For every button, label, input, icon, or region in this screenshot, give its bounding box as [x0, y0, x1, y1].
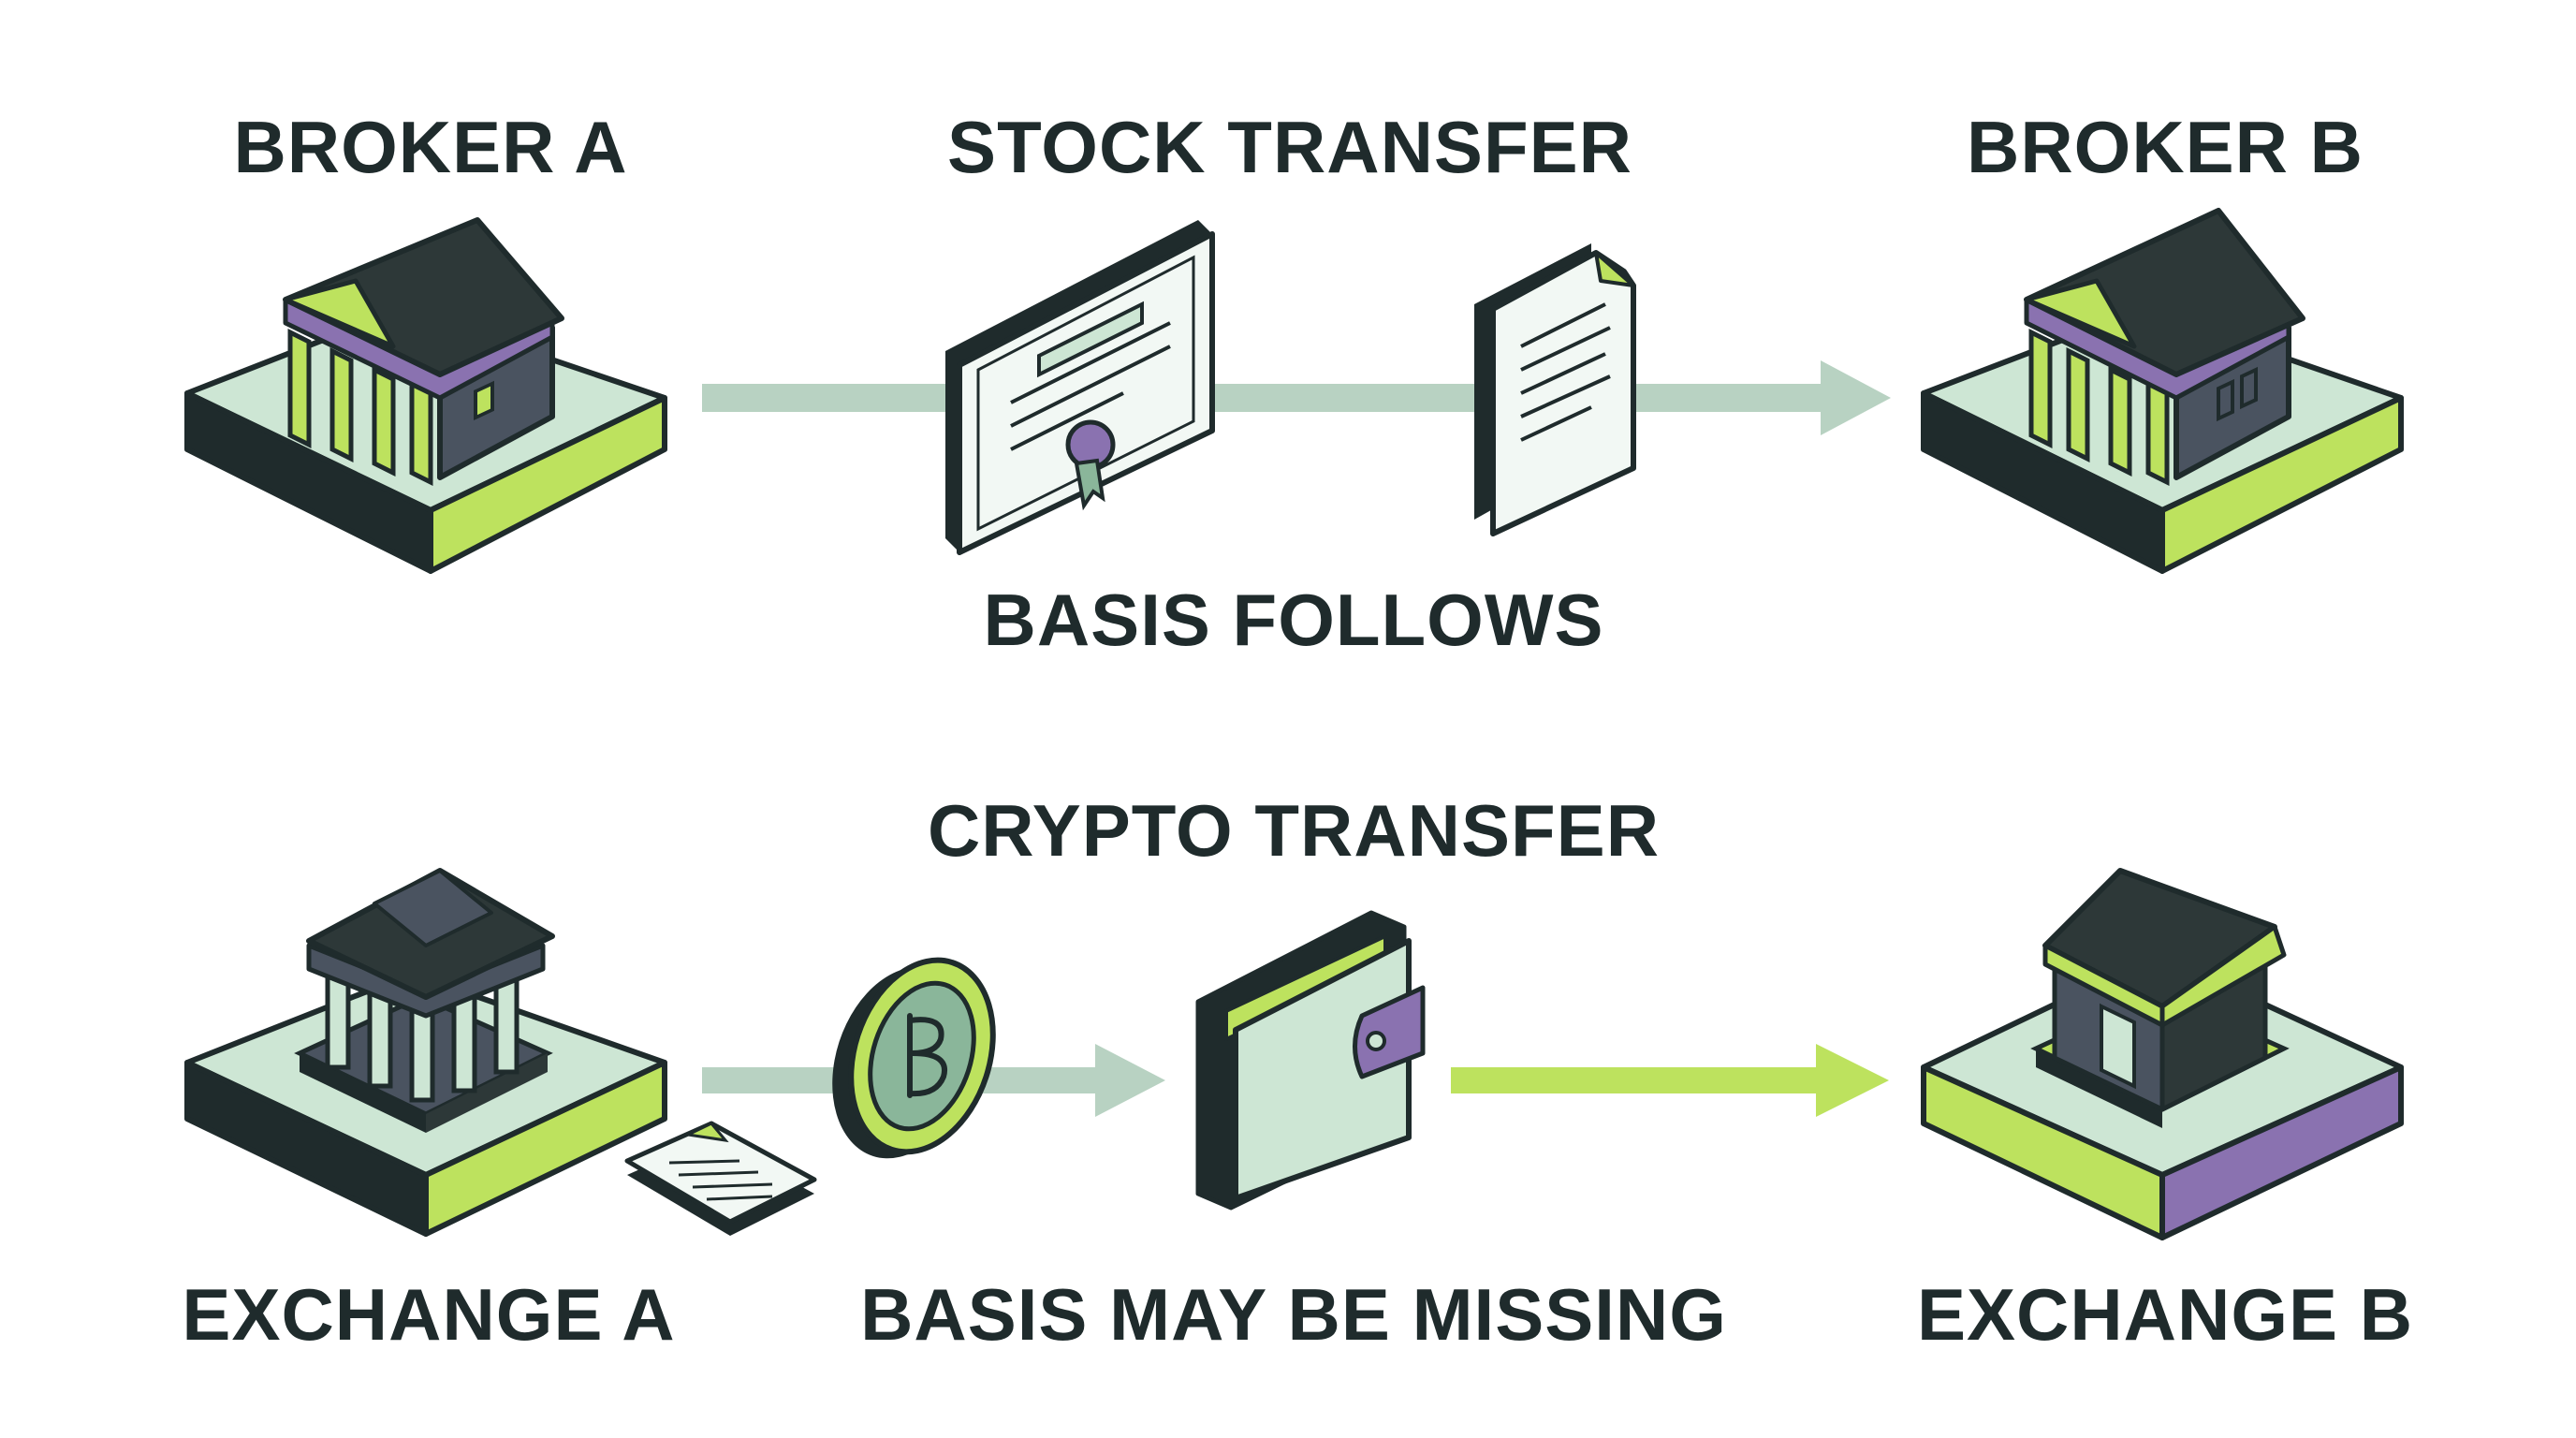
- stock-transfer-arrow: [702, 360, 1891, 435]
- broker-b-building-icon: [1921, 208, 2404, 574]
- basis-follows-label: BASIS FOLLOWS: [983, 579, 1604, 661]
- broker-b-label: BROKER B: [1966, 106, 2364, 188]
- broker-a-label: BROKER A: [233, 106, 628, 188]
- document-icon: [624, 1121, 817, 1236]
- document-icon: [1474, 243, 1636, 536]
- basis-may-be-missing-label: BASIS MAY BE MISSING: [860, 1273, 1727, 1356]
- crypto-transfer-arrow-green: [1451, 1044, 1889, 1117]
- wallet-icon: [1195, 910, 1426, 1211]
- stock-certificate-icon: [945, 220, 1215, 555]
- exchange-a-label: EXCHANGE A: [182, 1273, 676, 1356]
- crypto-transfer-label: CRYPTO TRANSFER: [927, 789, 1661, 872]
- exchange-b-building-icon: [1921, 868, 2404, 1240]
- arrow-right-icon: [1095, 1044, 1165, 1117]
- stock-transfer-label: STOCK TRANSFER: [947, 106, 1632, 188]
- arrow-right-icon: [1821, 360, 1891, 435]
- broker-a-building-icon: [184, 217, 667, 574]
- arrow-right-icon: [1816, 1044, 1889, 1117]
- exchange-b-label: EXCHANGE B: [1916, 1273, 2414, 1356]
- crypto-coin-icon: [832, 957, 996, 1159]
- exchange-a-building-icon: [184, 868, 667, 1237]
